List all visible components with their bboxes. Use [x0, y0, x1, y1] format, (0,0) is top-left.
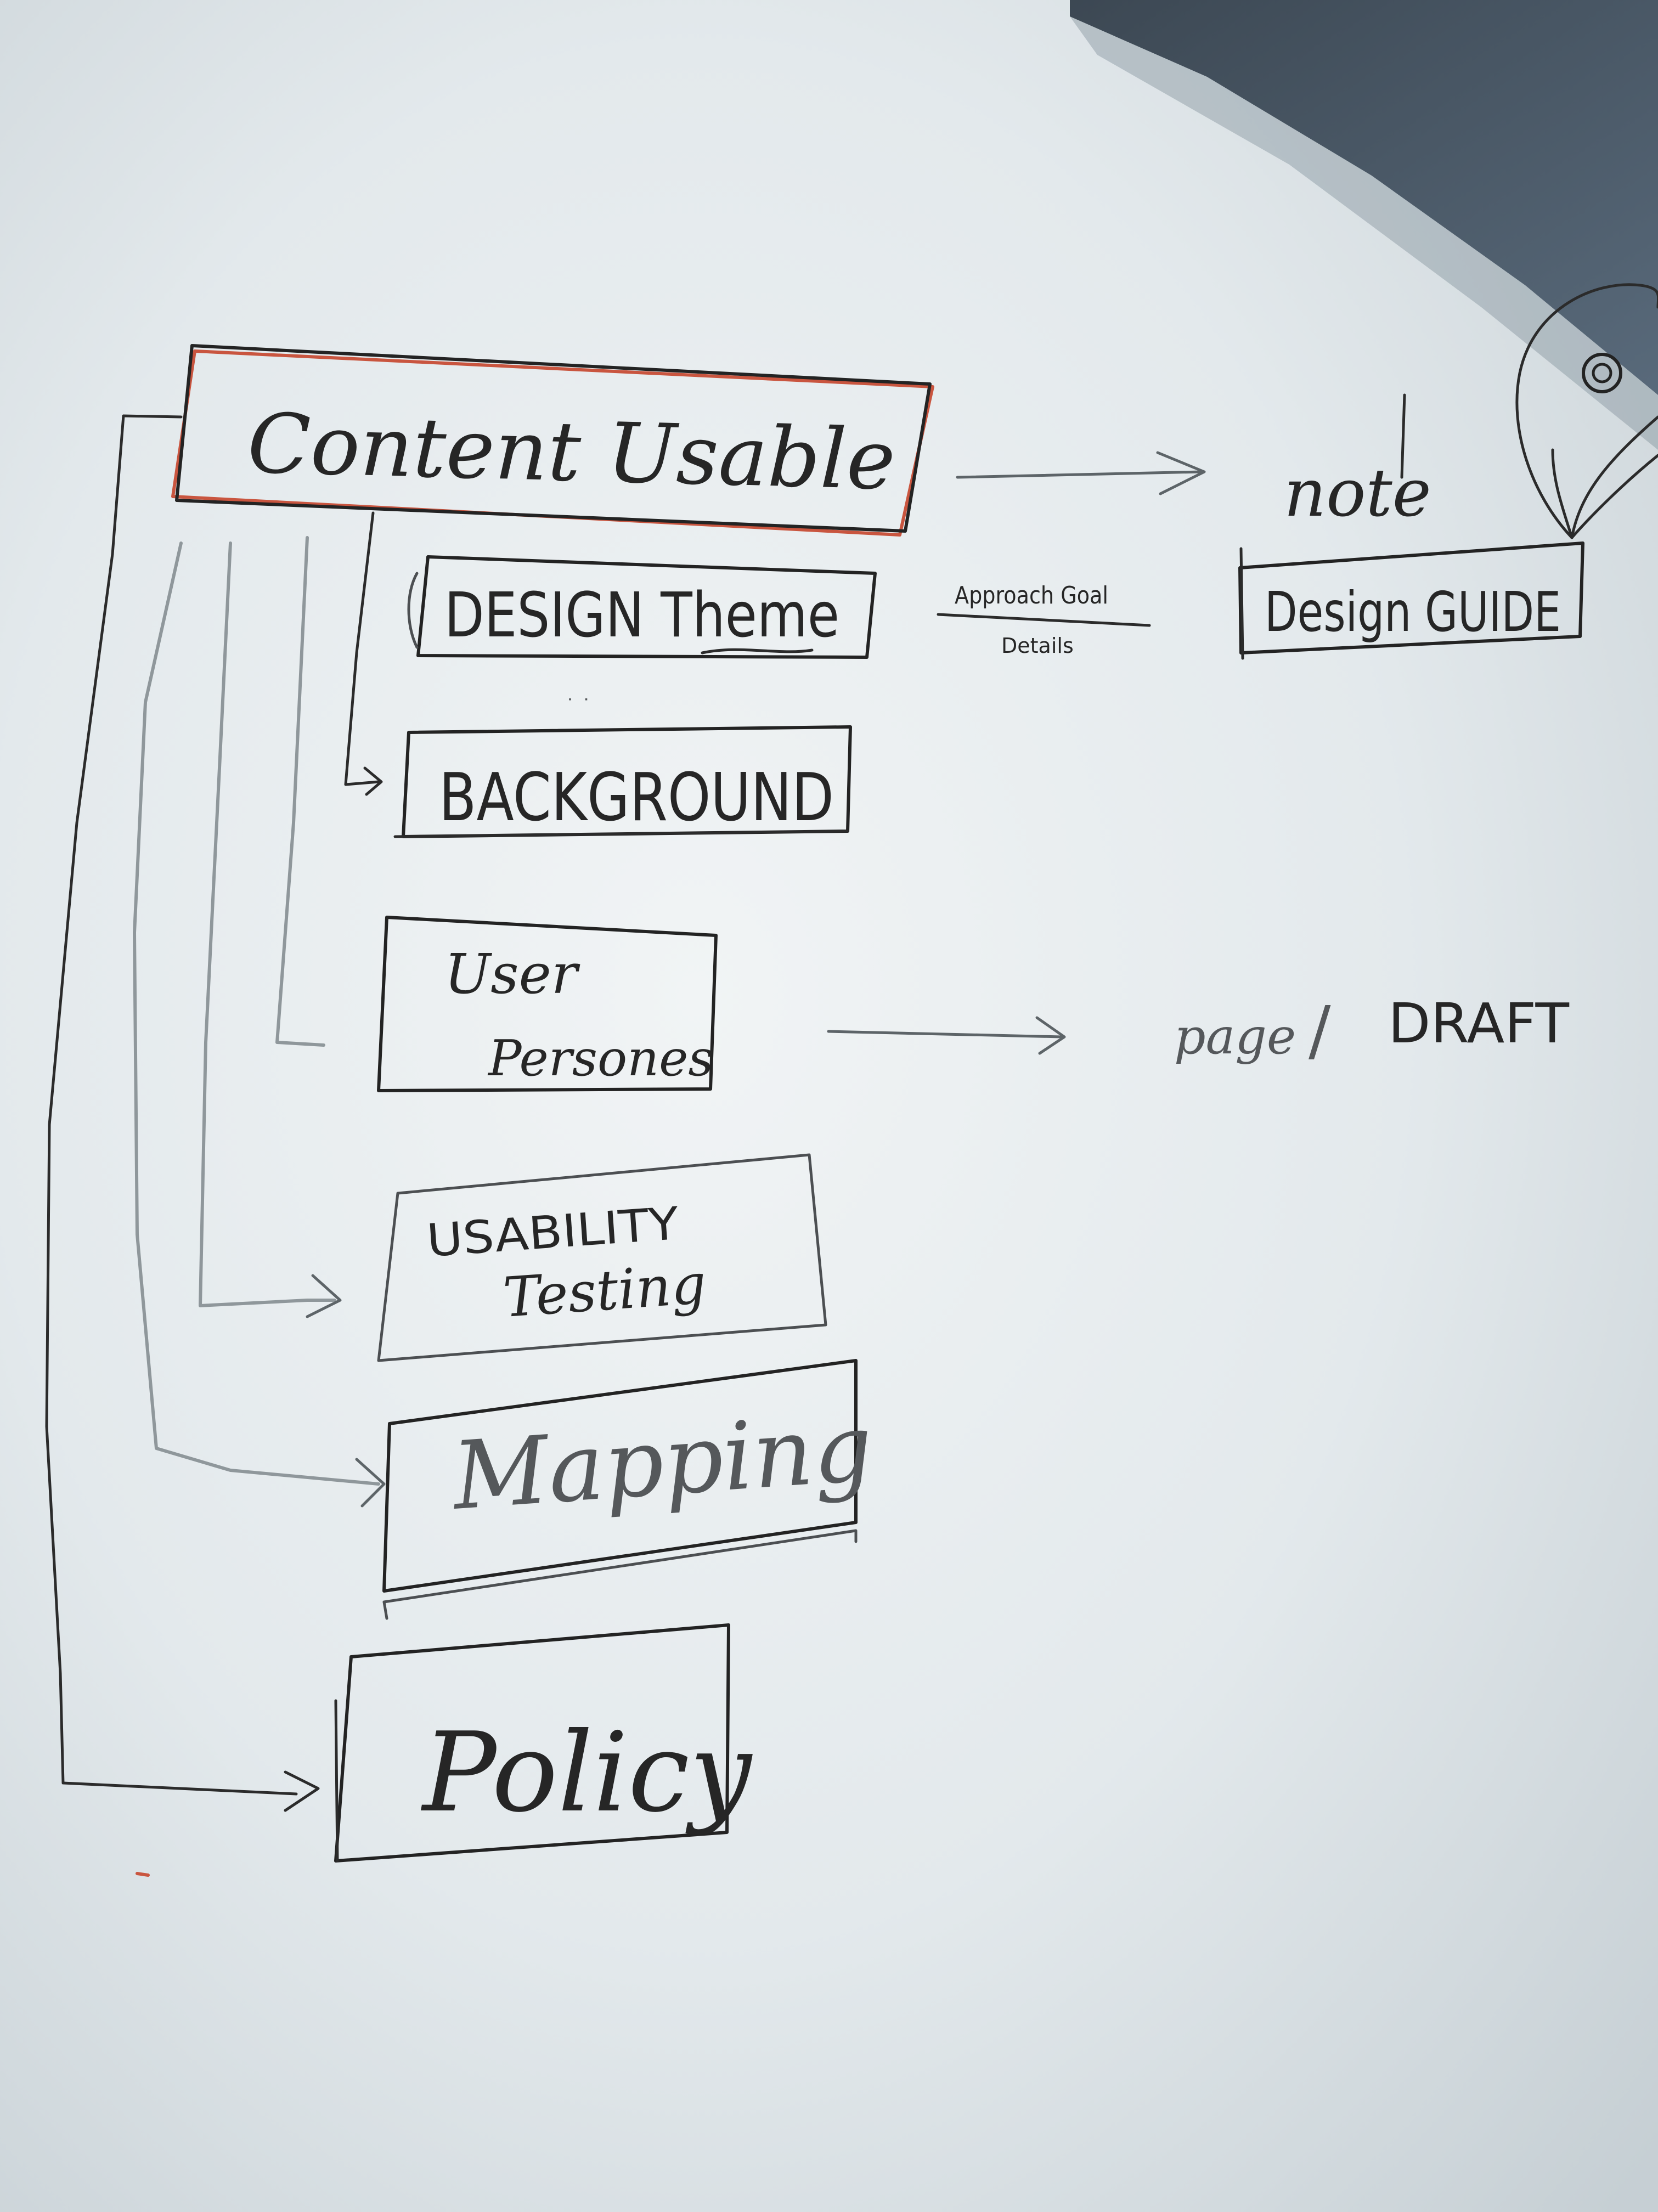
background-label: BACKGROUND — [439, 760, 834, 836]
annotation-top: Approach Goal — [955, 582, 1108, 610]
design-guide-label: Design GUIDE — [1265, 580, 1561, 644]
main-box-label: Content Usable — [246, 396, 896, 509]
policy-label: Policy — [420, 1709, 753, 1837]
arrow-to-page-draft — [827, 1030, 1063, 1039]
design-theme-box: DESIGN Theme — [407, 555, 877, 659]
red-mark — [136, 1872, 150, 1877]
annotation-bottom: Details — [1001, 634, 1074, 658]
page-label: page — [1174, 1008, 1296, 1065]
design-theme-label: DESIGN Theme — [444, 580, 839, 651]
user-persones-box: User Persones — [377, 916, 718, 1092]
draft-label: DRAFT — [1388, 991, 1570, 1056]
user-persones-label-line2: Persones — [487, 1030, 714, 1087]
usability-testing-label-line2: Testing — [501, 1251, 708, 1330]
user-persones-label-line1: User — [444, 942, 580, 1006]
main-box: Content Usable — [171, 344, 934, 537]
slash-label: / — [1309, 993, 1331, 1069]
background-box: BACKGROUND — [393, 725, 852, 838]
corner-shadow-soft — [1070, 16, 1658, 450]
arrow-to-note — [956, 470, 1203, 479]
annotation-divider — [937, 613, 1151, 627]
balloon-icon — [1515, 283, 1658, 539]
design-guide-box: Design GUIDE — [1238, 541, 1584, 660]
policy-box: Policy — [334, 1623, 753, 1863]
stray-mark: ˙ ˙ — [565, 696, 591, 718]
corner-shadow — [1070, 0, 1658, 395]
note-label: note — [1284, 455, 1431, 532]
